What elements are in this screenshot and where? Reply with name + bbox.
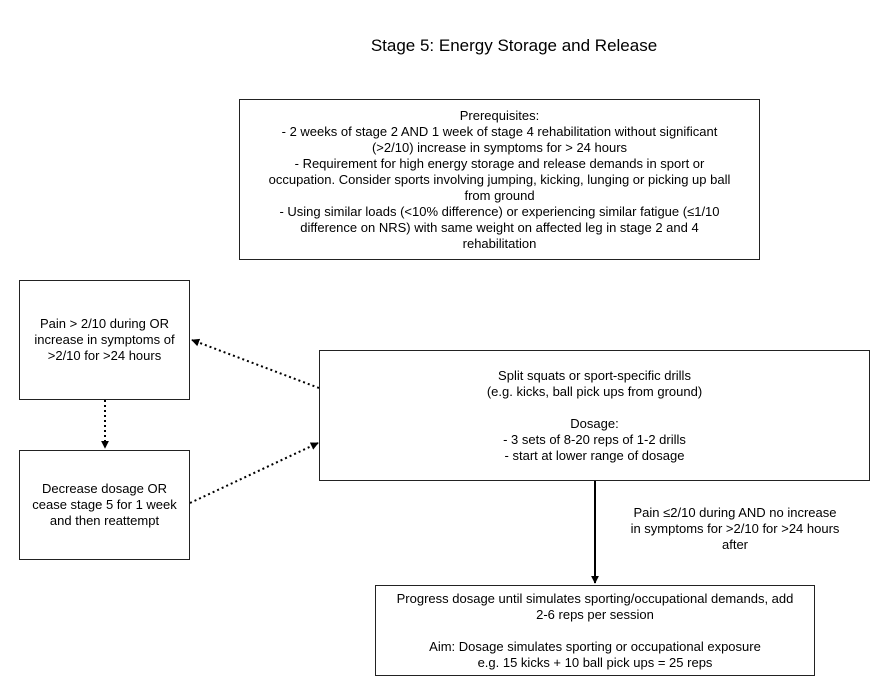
drills-line: - start at lower range of dosage (504, 447, 685, 463)
progress-line: e.g. 15 kicks + 10 ball pick ups = 25 re… (477, 654, 713, 670)
prerequisites-line: - Using similar loads (<10% difference) … (279, 203, 720, 219)
progress-condition-line: after (721, 537, 748, 552)
pain-criteria-line: Pain > 2/10 during OR (40, 316, 169, 331)
drills-line: Split squats or sport-specific drills (498, 367, 691, 383)
decrease-dosage-line: Decrease dosage OR (41, 481, 167, 496)
decrease-dosage-line: cease stage 5 for 1 week (32, 497, 177, 512)
decrease-dosage-box: Decrease dosage OR cease stage 5 for 1 w… (19, 450, 190, 560)
pain-criteria-line: >2/10 for >24 hours (47, 348, 162, 363)
prerequisites-line: occupation. Consider sports involving ju… (268, 171, 731, 187)
drills-line: (e.g. kicks, ball pick ups from ground) (486, 383, 703, 399)
prerequisites-line: - Requirement for high energy storage an… (294, 155, 705, 171)
drills-box: Split squats or sport-specific drills (e… (319, 350, 870, 481)
drills-line: Dosage: (570, 415, 619, 431)
drills-line: - 3 sets of 8-20 reps of 1-2 drills (503, 431, 686, 447)
progress-line: Progress dosage until simulates sporting… (396, 590, 794, 606)
diagram-title: Stage 5: Energy Storage and Release (370, 36, 658, 55)
prerequisites-box: Prerequisites: - 2 weeks of stage 2 AND … (239, 99, 760, 260)
arrow-drills-to-pain (191, 338, 320, 389)
progress-box: Progress dosage until simulates sporting… (375, 585, 815, 676)
progress-condition-line: Pain ≤2/10 during AND no increase (633, 505, 837, 520)
progress-condition-label: Pain ≤2/10 during AND no increase in sym… (605, 505, 865, 553)
prerequisites-line: difference on NRS) with same weight on a… (300, 219, 699, 235)
arrow-decrease-to-drills (189, 442, 319, 504)
prerequisites-line: Prerequisites: (459, 107, 540, 123)
decrease-dosage-line: and then reattempt (49, 513, 160, 528)
pain-criteria-box: Pain > 2/10 during OR increase in sympto… (19, 280, 190, 400)
pain-criteria-line: increase in symptoms of (34, 332, 175, 347)
prerequisites-line: (>2/10) increase in symptoms for > 24 ho… (371, 139, 628, 155)
prerequisites-line: rehabilitation (462, 235, 537, 251)
progress-line: Aim: Dosage simulates sporting or occupa… (429, 638, 761, 654)
progress-line: 2-6 reps per session (536, 606, 654, 622)
progress-condition-line: in symptoms for >2/10 for >24 hours (630, 521, 840, 536)
prerequisites-line: from ground (464, 187, 535, 203)
prerequisites-line: - 2 weeks of stage 2 AND 1 week of stage… (281, 123, 718, 139)
